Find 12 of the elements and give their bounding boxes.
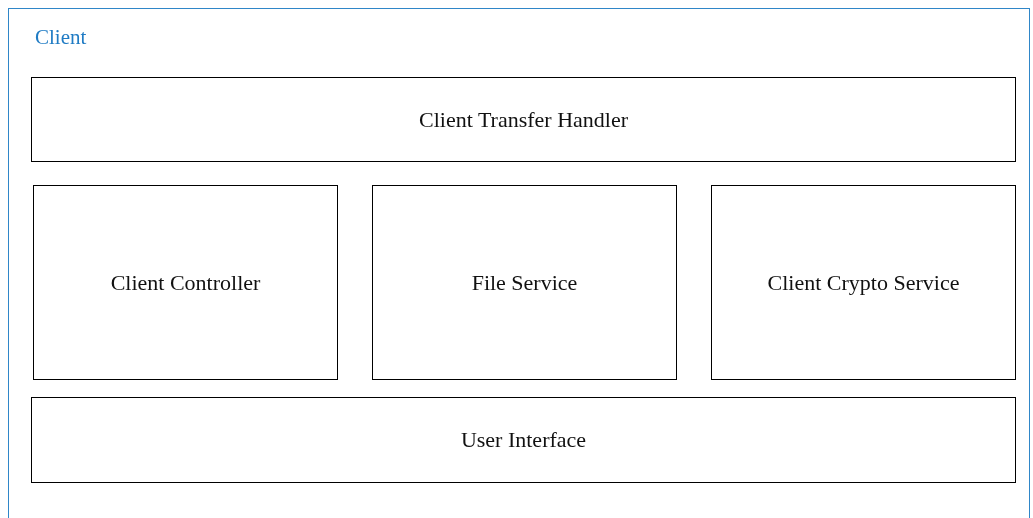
- component-box: [372, 185, 677, 380]
- component-label: Client Crypto Service: [767, 269, 960, 296]
- component-box: [31, 77, 1016, 162]
- component-box: [31, 397, 1016, 483]
- component-label: Client Transfer Handler: [419, 106, 628, 133]
- container-frame: [8, 8, 1030, 518]
- component-box: [711, 185, 1016, 380]
- component-label: User Interface: [460, 427, 587, 453]
- container-title: Client: [35, 25, 87, 50]
- component-box: [33, 185, 338, 380]
- component-label: File Service: [471, 269, 578, 296]
- component-label: Client Controller: [110, 269, 261, 296]
